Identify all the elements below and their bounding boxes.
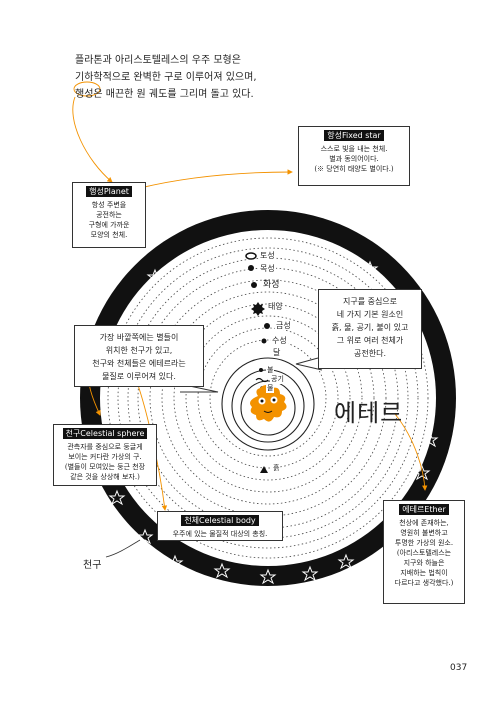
fixed-star-desc: (※ 당연히 태양도 별이다.) (314, 165, 394, 173)
air-label: 공기 (270, 375, 285, 384)
mars-label: 화성 (262, 280, 281, 290)
outer-stars-callout: 가장 바깥쪽에는 별들이 위치한 천구가 있고, 천구와 천체들은 에테르라는 … (74, 325, 204, 387)
intro-text: 플라톤과 아리스토텔레스의 우주 모형은 기하학적으로 완벽한 구로 이루어져 … (75, 52, 285, 103)
star-icon (304, 236, 322, 253)
celestial-sphere-desc: 같은 것을 상상해 보자.) (70, 473, 140, 481)
star-icon (337, 553, 355, 570)
planet-desc: 구형에 가까운 (88, 221, 130, 229)
celestial-body-desc: 우주에 있는 물질적 대상의 총칭. (172, 530, 268, 538)
venus-label: 금성 (275, 321, 292, 330)
ether-desc: (아리스토텔레스는 (396, 549, 452, 557)
ether-box: 에테르Ether 천상에 존재하는, 영원히 불변하고 투명한 가상의 원소. … (383, 500, 465, 604)
callout-line: 네 가지 기본 원소인 (336, 310, 404, 319)
intro-line: 기하학적으로 완벽한 구로 이루어져 있으며, (75, 72, 257, 83)
fixed-star-title: 항성Fixed star (324, 130, 384, 141)
star-icon (301, 565, 319, 582)
star-icon (413, 464, 431, 481)
star-icon (415, 384, 433, 401)
ether-desc: 영원히 불변하고 (400, 529, 448, 537)
callout-line: 공전한다. (354, 349, 386, 358)
callout-line: 위치한 천구가 있고, (105, 346, 173, 355)
ether-desc: 지구와 하늘은 (403, 559, 445, 567)
mars-icon (251, 282, 257, 288)
star-icon (166, 554, 184, 571)
ether-title: 에테르Ether (399, 504, 449, 515)
moon-label: 달 (272, 348, 282, 357)
planet-box: 행성Planet 항성 주변을 공전하는 구형에 가까운 모양의 천체. (72, 182, 146, 248)
celestial-sphere-desc: 보이는 커다란 가상의 구. (68, 453, 142, 461)
callout-line: 가장 바깥쪽에는 별들이 (99, 333, 179, 342)
earth-character (250, 385, 287, 422)
fixed-star-desc: 스스로 빛을 내는 천체. (320, 145, 388, 153)
ether-desc: 투명한 가상의 원소. (394, 539, 454, 547)
heaven-pointer (105, 539, 141, 558)
saturn-icon (245, 252, 257, 260)
celestial-sphere-desc: 관측자를 중심으로 둥글게 (67, 443, 143, 451)
star-icon (361, 260, 379, 277)
star-icon (421, 431, 439, 448)
planet-markers (245, 252, 270, 473)
fixed-star-desc: 별과 동의어이다. (329, 155, 379, 163)
star-icon (146, 268, 164, 285)
callout-line: 그 위로 여러 천체가 (336, 336, 404, 345)
sun-icon (251, 302, 265, 316)
planet-desc: 모양의 천체. (90, 231, 128, 239)
star-icon (333, 248, 351, 265)
intro-line: 플라톤과 아리스토텔레스의 우주 모형은 (75, 55, 241, 66)
page-number: 037 (450, 663, 468, 673)
star-icon (259, 568, 277, 585)
fire-icon (259, 368, 263, 372)
fire-label: 불 (266, 366, 275, 375)
star-icon (136, 528, 154, 545)
saturn-label: 토성 (259, 251, 276, 260)
intro-line: 행성은 매끈한 원 궤도를 그리며 돌고 있다. (75, 89, 254, 100)
callout-line: 지구를 중심으로 (342, 297, 398, 306)
callout-line: 흙, 물, 공기, 불이 있고 (331, 323, 409, 332)
celestial-body-title: 천체Celestial body (181, 515, 259, 526)
jupiter-icon (248, 265, 254, 271)
water-label: 물 (266, 384, 275, 393)
fixed-star-box: 항성Fixed star 스스로 빛을 내는 천체. 별과 동의어이다. (※ … (298, 126, 410, 186)
mercury-label: 수성 (271, 336, 288, 345)
ether-desc: 지배하는 법칙이 (400, 569, 448, 577)
mercury-icon (261, 338, 267, 344)
star-icon (108, 489, 126, 506)
star-icon (186, 254, 204, 271)
sun-label: 태양 (267, 302, 284, 311)
planet-title: 행성Planet (86, 186, 132, 197)
star-icon (213, 562, 231, 579)
elements-callout: 지구를 중심으로 네 가지 기본 원소인 흙, 물, 공기, 불이 있고 그 위… (318, 289, 422, 369)
venus-icon (264, 323, 270, 329)
callout-line: 천구와 천체들은 에테르라는 (92, 359, 186, 368)
planet-desc: 공전하는 (96, 211, 122, 219)
planet-desc: 항성 주변을 (91, 201, 127, 209)
star-icon (220, 238, 238, 255)
ether-desc: 천상에 존재하는, (399, 519, 449, 527)
earth-label: 흙 (272, 464, 281, 473)
celestial-sphere-box: 천구Celestial sphere 관측자를 중심으로 둥글게 보이는 커다란… (53, 424, 157, 486)
jupiter-label: 목성 (259, 264, 276, 273)
earth-icon (260, 466, 268, 473)
callout-line: 물질로 이루어져 있다. (102, 372, 176, 381)
celestial-sphere-title: 천구Celestial sphere (62, 428, 148, 439)
star-icon (258, 234, 276, 251)
celestial-sphere-desc: (별들이 모여있는 둥근 천장 (64, 463, 146, 471)
ether-desc: 다르다고 생각했다.) (394, 579, 454, 587)
ether-label: 에테르 (334, 399, 404, 427)
air-icon (255, 377, 269, 383)
celestial-body-box: 천체Celestial body 우주에 있는 물질적 대상의 총칭. (157, 511, 283, 541)
celestial-sphere-label: 천구 (83, 560, 102, 571)
